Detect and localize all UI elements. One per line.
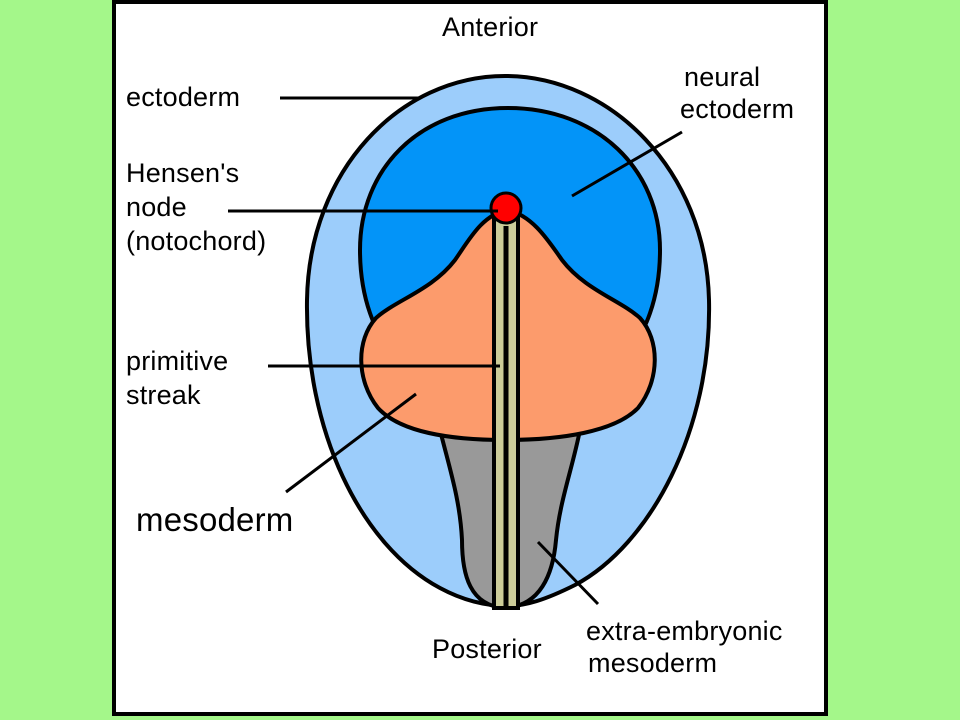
primitive-streak-label-line1: primitive	[126, 346, 229, 376]
anterior-label: Anterior	[442, 12, 539, 42]
mesoderm-leader-line	[285, 392, 417, 494]
hensens-node	[489, 191, 523, 225]
hensens-node-label-line2: node	[126, 192, 187, 222]
posterior-label: Posterior	[432, 634, 542, 664]
mesoderm-label: mesoderm	[136, 501, 294, 538]
hensens-node-label-line1: Hensen's	[126, 158, 240, 188]
extra-embryonic-mesoderm-label-line1: extra-embryonic	[586, 616, 783, 646]
ectoderm-label: ectoderm	[126, 82, 241, 112]
neural-ectoderm-leader-line	[571, 130, 683, 198]
hensens-node-label-line3: (notochord)	[126, 226, 267, 256]
neural-ectoderm-label-line1: neural	[684, 62, 761, 92]
neural-ectoderm-label-line2: ectoderm	[680, 94, 795, 124]
extra-embryonic-mesoderm-label-line2: mesoderm	[588, 648, 718, 678]
extra-embryonic-leader-line	[536, 540, 600, 606]
primitive-streak-label-line2: streak	[126, 380, 201, 410]
